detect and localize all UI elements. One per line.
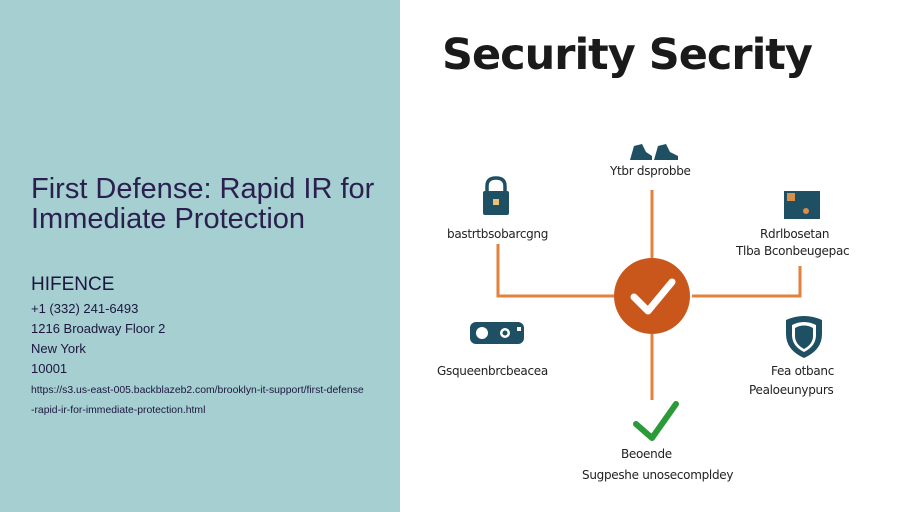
node-label-upper-left: bastrtbsobarcgng — [447, 227, 549, 241]
source-url-link[interactable]: https://s3.us-east-005.backblazeb2.com/b… — [31, 385, 364, 416]
zip-code: 10001 — [31, 361, 68, 376]
node-label-lower-right-1: Fea otbanc — [771, 364, 835, 378]
left-info-panel — [0, 0, 400, 512]
city: New York — [31, 341, 86, 356]
checkmark-icon — [633, 401, 679, 441]
safe-icon — [784, 191, 820, 219]
node-label-lower-right-2: Pealoeunypurs — [749, 383, 834, 397]
boots-icon — [630, 144, 678, 160]
connector-lines — [496, 190, 802, 400]
company-name: HIFENCE — [31, 274, 115, 295]
connector-right — [692, 266, 802, 298]
check-circle-icon — [614, 258, 690, 334]
node-label-upper-right-2: Tlba Bconbeugepac — [736, 244, 850, 258]
connector-left — [496, 244, 614, 298]
page-title: First Defense: Rapid IR for Immediate Pr… — [31, 173, 375, 235]
node-label-bottom-1: Beoende — [621, 447, 672, 461]
address-line: 1216 Broadway Floor 2 — [31, 321, 166, 336]
node-label-upper-right-1: Rdrlbosetan — [760, 227, 830, 241]
shield-icon — [786, 316, 822, 358]
infographic-title: Security Secrity — [442, 30, 813, 80]
phone-number[interactable]: +1 (332) 241-6493 — [31, 301, 139, 316]
gear-icon — [470, 322, 524, 344]
node-label-top: Ytbr dsprobbe — [610, 164, 691, 178]
lock-icon — [483, 176, 509, 215]
infographic-panel — [400, 0, 912, 512]
node-label-lower-left: Gsqueenbrcbeacea — [437, 364, 548, 378]
node-label-bottom-2: Sugpeshe unosecompldey — [582, 468, 734, 482]
